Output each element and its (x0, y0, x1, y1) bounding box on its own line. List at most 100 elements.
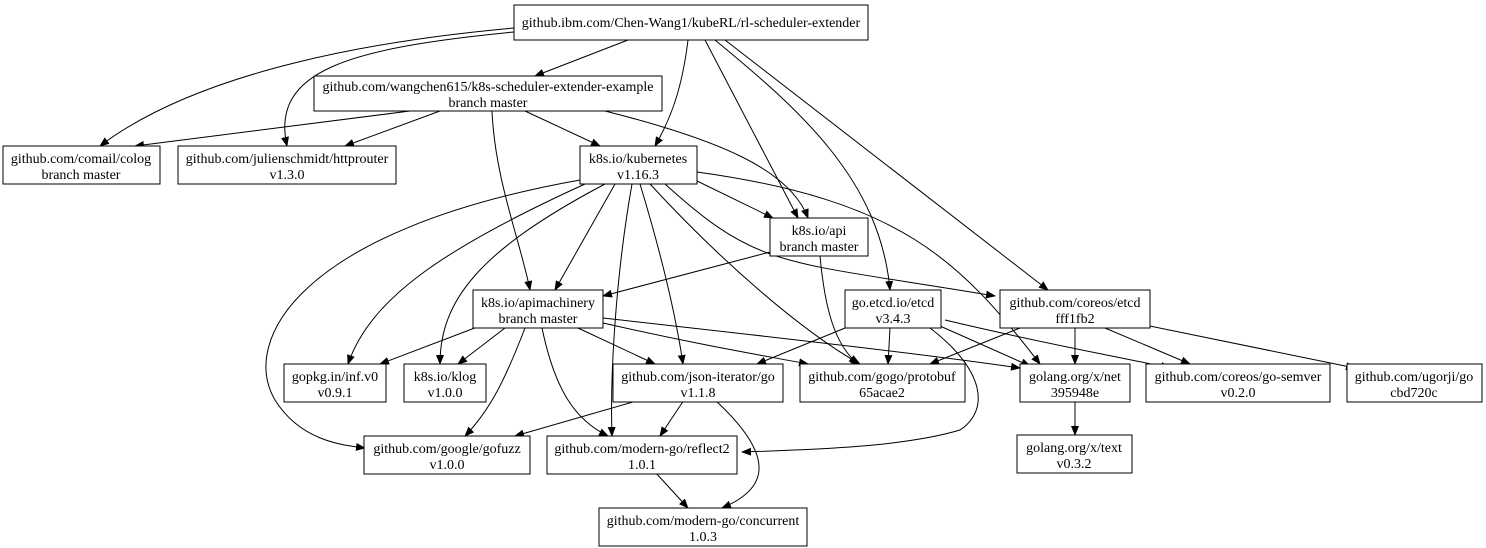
edge-jsoniter-reflect2 (659, 399, 685, 437)
edge-apimachinery-klog (457, 327, 506, 365)
node-gogo-protobuf[interactable]: github.com/gogo/protobuf 65acae2 (799, 363, 966, 403)
node-label: github.com/comail/colog (11, 152, 151, 167)
node-version: 65acae2 (859, 386, 905, 401)
edge-api-apimachinery (602, 251, 771, 298)
edge-kubernetes-protobuf (649, 183, 861, 365)
edge-apimachinery-gofuzz (464, 327, 526, 437)
edge-jsoniter-concurrent (714, 399, 760, 509)
edge-kubernetes-klog (436, 183, 606, 365)
edge-kubernetes-jsoniter (639, 183, 686, 365)
node-rl-scheduler-extender[interactable]: github.ibm.com/Chen-Wang1/kubeRL/rl-sche… (513, 4, 869, 41)
node-version: v1.0.0 (430, 458, 465, 473)
node-k8s-scheduler-extender-example[interactable]: github.com/wangchen615/k8s-scheduler-ext… (313, 75, 663, 112)
edge-root-coreos-etcd (724, 39, 1049, 291)
node-version: 395948e (1051, 386, 1099, 401)
edge-apimachinery-protobuf (602, 322, 809, 367)
edge-coreos-etcd-semver (1104, 327, 1191, 365)
edge-reflect2-concurrent (654, 471, 689, 509)
node-version: v1.3.0 (270, 168, 305, 183)
edge-example-apimachinery (491, 110, 533, 291)
node-k8s-api[interactable]: k8s.io/api branch master (769, 217, 869, 257)
node-inf-v0[interactable]: gopkg.in/inf.v0 v0.9.1 (283, 363, 387, 403)
node-kubernetes[interactable]: k8s.io/kubernetes v1.16.3 (579, 145, 698, 185)
node-version: branch master (780, 240, 859, 255)
node-version: branch master (42, 168, 121, 183)
node-label: github.com/wangchen615/k8s-scheduler-ext… (322, 80, 653, 95)
node-label: golang.org/x/text (1026, 441, 1122, 456)
edge-coreos-etcd-ugorji (1139, 323, 1356, 371)
node-label: github.com/gogo/protobuf (808, 370, 956, 385)
node-version: v3.4.3 (876, 312, 911, 327)
node-version: v0.9.1 (318, 386, 353, 401)
node-version: v1.0.0 (428, 386, 463, 401)
node-version: v1.1.8 (681, 386, 716, 401)
node-version: fff1fb2 (1055, 312, 1094, 327)
node-label: github.com/modern-go/reflect2 (554, 442, 729, 457)
node-gofuzz[interactable]: github.com/google/gofuzz v1.0.0 (363, 435, 531, 475)
edge-example-httprouter (344, 110, 441, 147)
edge-etcd-xnet (939, 325, 1031, 367)
node-httprouter[interactable]: github.com/julienschmidt/httprouter v1.3… (177, 145, 397, 185)
nodes: github.ibm.com/Chen-Wang1/kubeRL/rl-sche… (2, 4, 1483, 547)
node-label: k8s.io/api (792, 224, 847, 239)
node-version: branch master (499, 312, 578, 327)
node-go-etcd[interactable]: go.etcd.io/etcd v3.4.3 (844, 289, 942, 329)
node-label: github.com/modern-go/concurrent (607, 514, 800, 529)
node-x-text[interactable]: golang.org/x/text v0.3.2 (1016, 434, 1133, 474)
edge-apimachinery-jsoniter (577, 327, 656, 365)
edge-etcd-protobuf (884, 327, 893, 365)
edge-root-colog (99, 27, 515, 147)
node-version: cbd720c (1390, 386, 1437, 401)
edge-root-etcd (714, 39, 894, 291)
node-label: go.etcd.io/etcd (852, 296, 934, 311)
edge-example-api (604, 110, 809, 219)
node-version: v0.2.0 (1221, 386, 1256, 401)
node-coreos-etcd[interactable]: github.com/coreos/etcd fff1fb2 (999, 289, 1151, 329)
edge-root-httprouter (281, 31, 515, 147)
node-version: branch master (449, 96, 528, 111)
node-label: github.com/coreos/go-semver (1155, 370, 1322, 385)
edge-etcd-reflect2 (741, 327, 979, 456)
node-version: v0.3.2 (1057, 457, 1092, 472)
node-label: github.ibm.com/Chen-Wang1/kubeRL/rl-sche… (522, 16, 861, 31)
edge-root-kubernetes (654, 39, 689, 147)
edge-kubernetes-api (694, 179, 774, 219)
node-go-semver[interactable]: github.com/coreos/go-semver v0.2.0 (1145, 363, 1331, 403)
edge-apimachinery-reflect2 (541, 327, 609, 437)
node-label: k8s.io/kubernetes (589, 152, 687, 167)
edge-root-api (704, 39, 799, 219)
node-label: github.com/google/gofuzz (373, 442, 520, 457)
node-label: github.com/json-iterator/go (621, 370, 775, 385)
edge-apimachinery-xnet (602, 317, 1021, 371)
edge-kubernetes-coreos-etcd (664, 183, 996, 299)
edge-api-protobuf (819, 255, 859, 365)
edge-example-kubernetes (524, 110, 601, 147)
node-x-net[interactable]: golang.org/x/net 395948e (1019, 363, 1131, 403)
node-label: golang.org/x/net (1029, 370, 1121, 385)
node-ugorji-go[interactable]: github.com/ugorji/go cbd720c (1346, 363, 1483, 403)
node-colog[interactable]: github.com/comail/colog branch master (2, 145, 161, 185)
edge-kubernetes-gofuzz (265, 179, 581, 451)
edge-root-example (534, 39, 629, 77)
edge-apimachinery-inf (379, 325, 481, 365)
node-reflect2[interactable]: github.com/modern-go/reflect2 1.0.1 (546, 435, 738, 475)
node-version: 1.0.1 (628, 458, 656, 473)
edge-kubernetes-apimachinery (554, 183, 616, 291)
edge-kubernetes-inf (347, 183, 586, 365)
edge-example-colog (134, 110, 411, 149)
node-klog[interactable]: k8s.io/klog v1.0.0 (403, 363, 487, 403)
node-apimachinery[interactable]: k8s.io/apimachinery branch master (472, 289, 604, 329)
node-json-iterator[interactable]: github.com/json-iterator/go v1.1.8 (612, 363, 784, 403)
edge-jsoniter-gofuzz (514, 399, 641, 438)
node-label: github.com/julienschmidt/httprouter (186, 152, 389, 167)
edge-kubernetes-reflect2 (607, 183, 633, 437)
edge-etcd-semver (944, 319, 1171, 371)
edge-coreos-etcd-protobuf (929, 327, 1021, 365)
node-concurrent[interactable]: github.com/modern-go/concurrent 1.0.3 (598, 507, 808, 547)
edge-kubernetes-xnet (696, 171, 1041, 365)
node-label: github.com/ugorji/go (1355, 370, 1474, 385)
node-label: k8s.io/klog (414, 370, 477, 385)
node-version: v1.16.3 (617, 168, 659, 183)
node-label: gopkg.in/inf.v0 (292, 370, 378, 385)
